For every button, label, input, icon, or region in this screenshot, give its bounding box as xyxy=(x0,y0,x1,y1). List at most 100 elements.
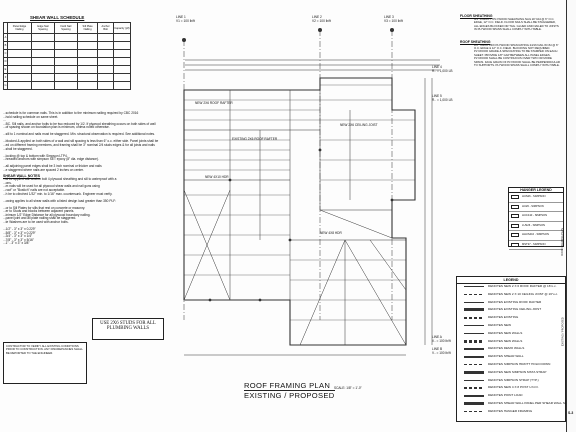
sheathing-notes: FLOOR SHEATHING 3/4" STRUCT I PLYWOOD SH… xyxy=(460,14,560,67)
legend-row: DENOTES EXISTING xyxy=(462,315,570,321)
table-row: F xyxy=(2,73,132,82)
note-line: ... xyxy=(3,118,6,123)
legend-row: DENOTES POINT LOAD xyxy=(462,393,570,399)
note-line: ...ed on different framing members, and … xyxy=(3,142,155,147)
legend-text: DENOTES NEW 2 X 6 ROOF RAFTER @ 16"o.c. xyxy=(488,284,557,288)
table-row: D xyxy=(2,57,132,66)
plan-callout: NEW 2X6 CEILING JOIST xyxy=(340,123,378,127)
legend-row: DENOTES SIMPSON HD/DTT HOLD DOWN xyxy=(462,362,570,368)
legend-text: DENOTES NEW SIMPSON MSTA STRAP xyxy=(488,369,547,374)
hanger-symbol-icon xyxy=(511,242,519,247)
hanger-symbol-icon xyxy=(511,204,519,209)
note-line: ...1" - 3" x 3" x 3/8" xyxy=(3,241,30,246)
legend-text: DENOTES NEW xyxy=(488,323,512,327)
table-row: B xyxy=(2,41,132,50)
row-symbol: G xyxy=(2,81,9,90)
shear-wall-schedule-title: SHEAR WALL SCHEDULE xyxy=(30,15,85,20)
legend-symbol-icon xyxy=(464,410,484,413)
legend-row: DENOTES SHEAR WALL PANEL PER SHEAR WALL … xyxy=(462,401,576,407)
plan-title: ROOF FRAMING PLAN xyxy=(244,381,331,390)
legend-symbol-icon xyxy=(464,387,484,389)
roof-sheathing-text: 1/2" THICK CDX PLYWOOD SPAN RATING 24/16… xyxy=(474,42,560,68)
legend-row: DENOTES DEMO WALLS xyxy=(462,346,570,352)
shear-notes-title: SHEAR WALL NOTES xyxy=(3,174,41,179)
table-row: A xyxy=(2,33,132,42)
legend-symbol-icon xyxy=(464,364,484,366)
legend-symbol-icon xyxy=(464,301,484,303)
note-line: ...BC. Sill nails, and anchor bolts to b… xyxy=(3,121,156,126)
legend-text: DENOTES EXISTING CEILING JOIST xyxy=(488,307,542,312)
hanger-symbol-icon xyxy=(511,195,519,199)
note-line: ...blocked & applied on both sides of a … xyxy=(3,139,159,144)
legend-row: DENOTES NEW 2 X 10 CEILING JOIST @ 16"o.… xyxy=(462,292,570,298)
roof-sheathing-title: ROOF SHEATHING xyxy=(460,39,491,44)
plan-callout: EXISTING 2X6 ROOF RAFTER xyxy=(232,137,278,141)
legend-text: DENOTES NEW WALLS xyxy=(488,330,523,335)
hanger-symbol-icon xyxy=(511,223,519,228)
legend-row: DENOTES NEW WALLS xyxy=(462,339,570,345)
hanger-legend-text: HU26 - SIMPSON xyxy=(522,204,544,208)
floor-sheathing-title: FLOOR SHEATHING xyxy=(460,14,493,18)
plan-scale: SCALE: 1/8" = 1'-0" xyxy=(334,386,362,390)
legend-symbol-icon xyxy=(464,402,484,405)
schedule-header: Edge Nail Spacing xyxy=(30,22,56,34)
intro-notes: ...schedule is for common nails. This is… xyxy=(3,111,173,172)
legend-row: DENOTES NEW SIMPSON MSTA STRAP xyxy=(462,370,570,376)
legend-symbol-icon xyxy=(464,308,484,312)
shear-notes: ...ld be applied with anchor bolt 4 plyw… xyxy=(3,178,173,246)
stud-note: USE 2X6 STUDS FOR ALL PLUMBING WALLS xyxy=(100,321,156,332)
note-line: ...or to Sill Plates for sills that rest… xyxy=(3,205,86,210)
note-line: ...5/8" - 3" x 3" x 0.229" xyxy=(3,230,36,235)
legend-symbol-icon xyxy=(464,395,484,397)
schedule-header: Anchor Bolt xyxy=(97,22,114,34)
hanger-legend-row: HHUS410 - SIMPSON xyxy=(509,231,563,241)
legend-row: DENOTES SIMPSON STRAP (TYP.) xyxy=(462,378,570,384)
note-line: ...sill to 1 nominal and nails must be s… xyxy=(3,132,156,137)
legend-row: DENOTES NEW 4 X 8 POST U.N.O. xyxy=(462,385,570,391)
strip-subtitle: EXISTING / PROPOSED xyxy=(561,317,565,347)
note-line: ...ons. xyxy=(3,180,12,185)
note-line: ...inimum 1/2" Edge Distance for all ply… xyxy=(3,212,91,217)
legend-row: DENOTES HANGER FRAMING xyxy=(462,409,570,415)
note-line: ...shall be staggered. xyxy=(3,146,33,151)
note-line: ...locking @ top & bottom with Simpson L… xyxy=(3,153,68,158)
legend-symbol-icon xyxy=(464,356,484,358)
note-line: ...hreaded anchors with simpson SET epox… xyxy=(3,157,99,162)
contractor-note: CONTRACTOR TO VERIFY ALL EXISTING CONDIT… xyxy=(6,344,83,355)
strip-title: ROOF FRAMING PLAN xyxy=(561,227,565,256)
schedule-header: Sill Plate Nailing xyxy=(76,22,99,34)
legend-text: DENOTES NEW 4 X 8 POST U.N.O. xyxy=(488,385,539,390)
note-line: ...7/8" - 3" x 3" x 5/16" xyxy=(3,237,34,242)
note-line: ...e staggered where nails are spaced 2 … xyxy=(3,167,84,172)
note-line: ...te Washers are to be used with anchor… xyxy=(3,220,69,224)
hanger-legend-row: LUS26 - SIMPSON xyxy=(509,222,563,231)
legend-title: LEGEND xyxy=(457,277,565,284)
note-line: ...of spacing shown on foundation plan i… xyxy=(3,125,110,130)
table-row: G xyxy=(2,81,132,90)
hanger-legend-row: MST37 - SIMPSON xyxy=(509,241,563,250)
hanger-legend-row: HUC410 - SIMPSON xyxy=(509,212,563,222)
legend-text: DENOTES HANGER FRAMING xyxy=(488,408,533,413)
legend-row: DENOTES SHEAR WALL xyxy=(462,354,570,360)
table-row: E xyxy=(2,65,132,74)
legend-text: DENOTES SIMPSON STRAP (TYP.) xyxy=(488,377,539,382)
hanger-legend-text: MST37 - SIMPSON xyxy=(522,242,546,246)
plan-callout: NEW 4X10 HDR xyxy=(205,175,229,179)
legend-row: DENOTES EXISTING CEILING JOIST xyxy=(462,307,570,313)
schedule-header-row: Panel Edge Nailing Edge Nail Spacing Fie… xyxy=(2,22,132,34)
legend-row: DENOTES NEW 2 X 6 ROOF RAFTER @ 16"o.c. xyxy=(462,284,570,290)
legend-symbol-icon xyxy=(464,317,484,319)
hanger-legend-text: HHUS410 - SIMPSON xyxy=(522,233,549,236)
table-row: C xyxy=(2,49,132,58)
hanger-legend-text: HUC410 - SIMPSON xyxy=(522,214,548,217)
note-line: ...owing applies to all shear walls with… xyxy=(3,198,117,203)
roof-framing-plan-drawing xyxy=(182,28,440,356)
legend-symbol-icon xyxy=(464,325,484,327)
schedule-header: Panel Edge Nailing xyxy=(7,22,32,34)
general-notes: ...schedule is for common nails. This is… xyxy=(3,111,173,246)
